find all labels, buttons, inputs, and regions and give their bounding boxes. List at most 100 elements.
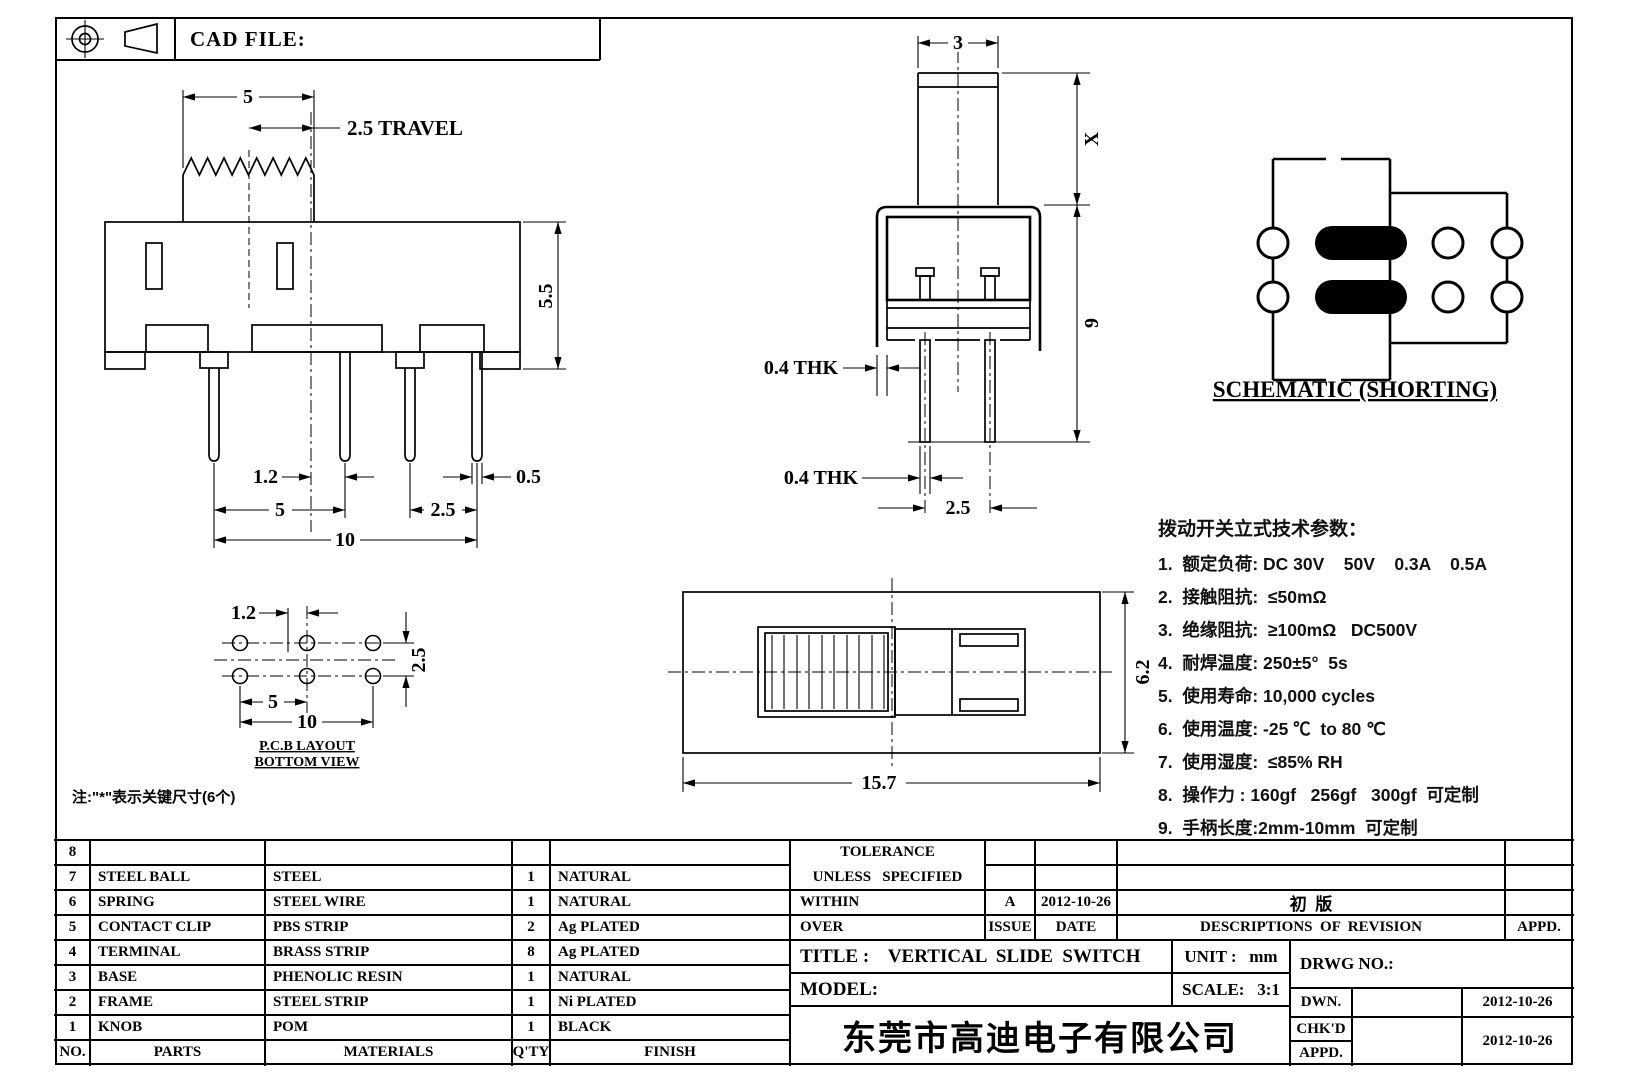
pcb-caption: P.C.B LAYOUT: [259, 739, 355, 754]
dim-label: 2.5 TRAVEL: [347, 116, 463, 140]
tech-item: 1. 额定负荷: DC 30V 50V 0.3A 0.5A: [1158, 554, 1488, 574]
tech-item: 2. 接触阻抗: ≤50mΩ: [1158, 587, 1327, 607]
table-cell-part: SPRING: [98, 894, 155, 910]
table-header-no: NO.: [59, 1044, 86, 1060]
table-cell-no: 1: [68, 1019, 77, 1035]
table-cell-part: TERMINAL: [98, 944, 181, 960]
table-cell-part: BASE: [98, 969, 138, 985]
sheet-frame: [55, 17, 1573, 1065]
table-header-parts: PARTS: [153, 1044, 202, 1060]
table-cell-qty: 1: [527, 969, 535, 985]
key-dimension-note: 注:"*"表示关键尺寸(6个): [72, 789, 236, 806]
table-cell-part: FRAME: [98, 994, 153, 1010]
chkd-date: 2012-10-26: [1482, 1032, 1553, 1049]
date-label: DATE: [1055, 919, 1097, 935]
table-cell-no: 7: [68, 869, 77, 885]
table-cell-no: 8: [68, 844, 77, 860]
dim-label: 5: [275, 499, 285, 521]
table-header-finish: FINISH: [644, 1044, 696, 1060]
dim-label: 1.2: [253, 466, 278, 488]
table-cell-material: STEEL STRIP: [273, 994, 369, 1010]
tolerance-line1: TOLERANCE: [840, 844, 935, 860]
table-header-materials: MATERIALS: [343, 1044, 434, 1060]
table-cell-material: STEEL: [273, 869, 322, 885]
front-view: 5 2.5 TRAVEL 5.5 1.2 0.5 5 2.5 1: [104, 86, 566, 551]
dim-label: 1.2: [231, 602, 256, 624]
schematic-caption: SCHEMATIC (SHORTING): [1213, 377, 1497, 402]
table-cell-finish: NATURAL: [558, 969, 632, 985]
table-cell-qty: 1: [527, 869, 535, 885]
dim-label: 15.7: [862, 772, 897, 794]
dim-label: 0.4 THK: [764, 357, 839, 379]
table-cell-qty: 8: [527, 944, 535, 960]
table-cell-qty: 2: [527, 919, 535, 935]
schematic-view: SCHEMATIC (SHORTING): [1213, 157, 1524, 402]
dim-label: 0.4 THK: [784, 467, 859, 489]
revision-value: 初 版: [1289, 895, 1333, 914]
table-cell-part: KNOB: [98, 1019, 143, 1035]
side-view: 3 X 9 0.4 THK 0.4 THK 2.5: [764, 32, 1103, 519]
dim-label: 2.5: [431, 499, 456, 521]
issue-value: A: [1004, 894, 1016, 910]
top-view: 15.7 6.2: [668, 578, 1154, 794]
table-cell-part: CONTACT CLIP: [98, 919, 212, 935]
tech-item: 3. 绝缘阻抗: ≥100mΩ DC500V: [1158, 620, 1417, 640]
dim-label: 9: [1081, 318, 1103, 328]
table-cell-material: PBS STRIP: [273, 919, 349, 935]
drwg-no-label: DRWG NO.:: [1300, 954, 1394, 973]
date-value: 2012-10-26: [1041, 894, 1111, 910]
table-cell-no: 6: [68, 894, 77, 910]
over-label: OVER: [800, 919, 844, 935]
tech-item: 9. 手柄长度:2mm-10mm 可定制: [1158, 818, 1418, 838]
table-cell-qty: 1: [527, 1019, 535, 1035]
table-cell-no: 4: [68, 944, 77, 960]
dim-label: 2.5: [408, 648, 430, 673]
pcb-caption: BOTTOM VIEW: [255, 755, 360, 770]
table-cell-finish: Ag PLATED: [558, 919, 640, 935]
unit-label: UNIT : mm: [1184, 946, 1278, 966]
dim-label: 5.5: [535, 284, 557, 309]
cad-file-label: CAD FILE:: [190, 27, 306, 51]
revision-label: DESCRIPTIONS OF REVISION: [1200, 919, 1422, 935]
model-label: MODEL:: [800, 978, 879, 1000]
table-cell-finish: Ni PLATED: [558, 994, 637, 1010]
company-name: 东莞市高迪电子有限公司: [842, 1020, 1238, 1058]
table-cell-finish: NATURAL: [558, 894, 632, 910]
within-label: WITHIN: [800, 894, 860, 910]
dim-label: 5: [268, 691, 278, 713]
dim-label: X: [1081, 131, 1103, 146]
table-header-qty: Q'TY: [512, 1044, 550, 1060]
chkd-label: CHK'D: [1296, 1020, 1346, 1037]
tech-item: 5. 使用寿命: 10,000 cycles: [1158, 686, 1375, 706]
table-cell-qty: 1: [527, 994, 535, 1010]
dim-label: 5: [243, 86, 253, 108]
pcb-layout-view: 1.2 2.5 5 10 P.C.B LAYOUT BOTTOM VIEW: [214, 602, 430, 770]
appd2-label: APPD.: [1299, 1044, 1343, 1061]
dim-label: 2.5: [946, 497, 971, 519]
dim-label: 6.2: [1132, 660, 1154, 685]
table-cell-no: 5: [68, 919, 77, 935]
table-cell-no: 3: [68, 969, 77, 985]
table-cell-material: PHENOLIC RESIN: [273, 969, 403, 985]
dwn-date: 2012-10-26: [1482, 994, 1553, 1010]
dim-label: 10: [335, 529, 355, 551]
issue-label: ISSUE: [988, 919, 1032, 935]
dim-label: 3: [953, 32, 963, 54]
tolerance-line2: UNLESS SPECIFIED: [812, 868, 963, 885]
technical-parameters: 拨动开关立式技术参数： 1. 额定负荷: DC 30V 50V 0.3A 0.5…: [1158, 512, 1570, 845]
scale-label: SCALE: 3:1: [1182, 979, 1280, 999]
table-cell-qty: 1: [527, 894, 535, 910]
table-cell-material: STEEL WIRE: [273, 894, 366, 910]
table-cell-finish: BLACK: [558, 1019, 612, 1035]
dim-label: 10: [297, 711, 317, 733]
table-cell-no: 2: [68, 994, 77, 1010]
table-cell-finish: Ag PLATED: [558, 944, 640, 960]
tech-item: 7. 使用湿度: ≤85% RH: [1158, 752, 1343, 772]
dim-label: 0.5: [516, 466, 541, 488]
table-cell-material: BRASS STRIP: [273, 944, 370, 960]
table-cell-finish: NATURAL: [558, 869, 632, 885]
projection-symbol-icon: [66, 20, 158, 58]
table-cell-material: POM: [273, 1019, 308, 1035]
